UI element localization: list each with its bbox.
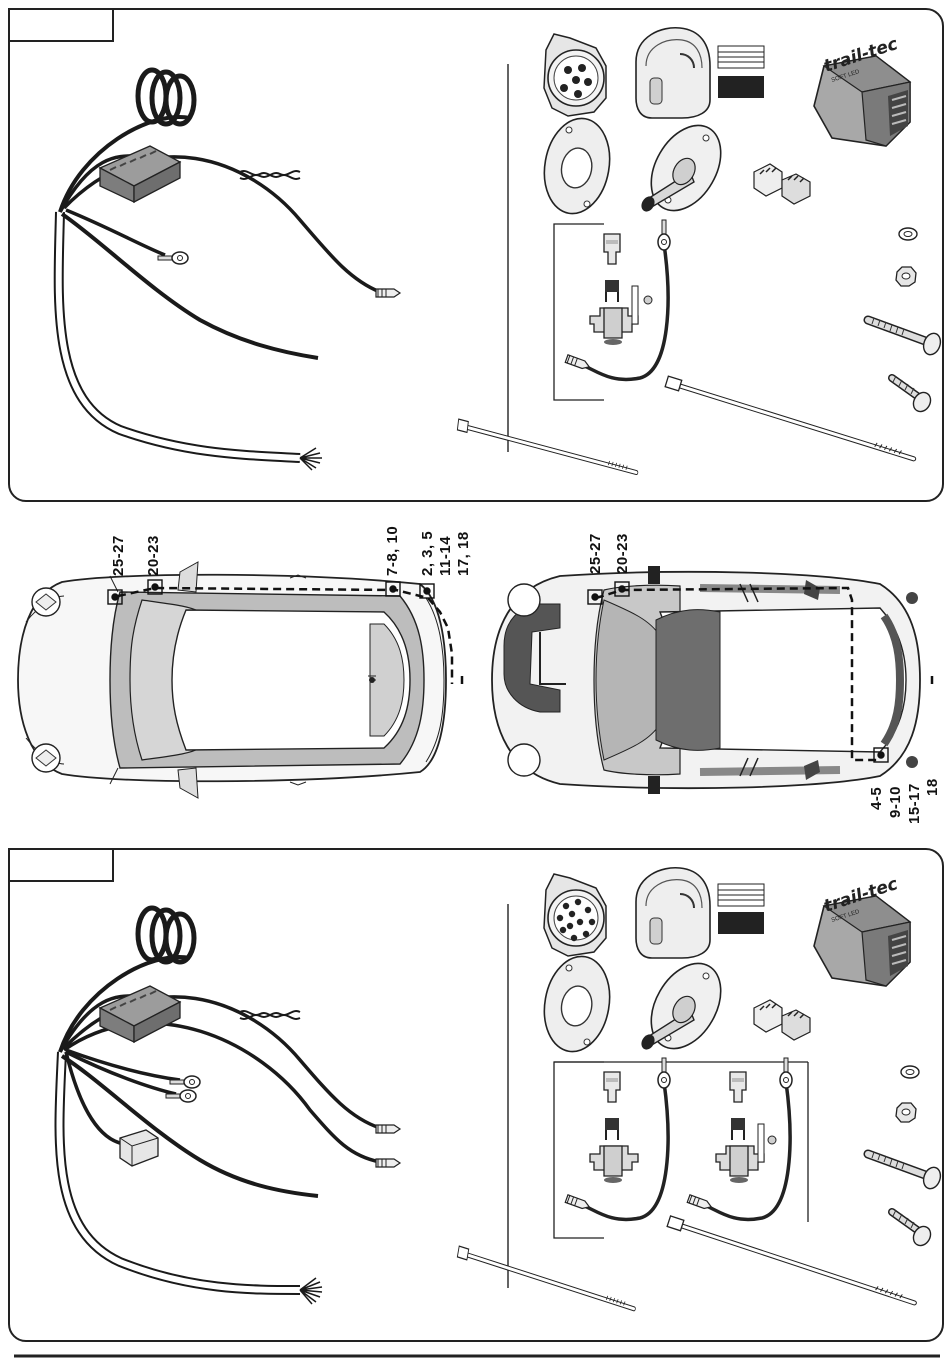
angled-bracket-bottom <box>637 951 735 1061</box>
nut-bottom <box>896 1103 916 1122</box>
seal-strips-bottom <box>718 884 764 934</box>
connector-block-bottom <box>100 986 180 1042</box>
label-left-17-18: 17, 18 <box>455 531 472 576</box>
washer-bottom <box>901 1066 919 1078</box>
cable-tie-short-bottom <box>456 1246 636 1309</box>
socket-cover-bottom <box>636 868 710 958</box>
angled-bracket-top <box>637 113 735 223</box>
seal-strips-top <box>718 46 764 98</box>
label-left-20-23: 20-23 <box>145 535 162 576</box>
label-right-18: 18 <box>924 778 941 796</box>
cable-tie-long-bottom <box>662 1216 922 1303</box>
wire-clips-bottom <box>754 1000 810 1040</box>
label-right-25-27: 25-27 <box>587 533 604 574</box>
cable-tie-short-top <box>457 416 636 476</box>
vehicle-top-view-left <box>18 562 446 798</box>
label-left-7-8-10: 7-8, 10 <box>384 526 401 576</box>
mounting-plate-top <box>537 113 617 219</box>
fuse-kit-box-top <box>554 220 670 400</box>
label-right-20-23: 20-23 <box>614 533 631 574</box>
wire-clips-top <box>754 164 810 204</box>
screw-top <box>892 376 934 415</box>
harness-diagram-top <box>59 70 380 470</box>
spade-terminal-top <box>376 289 400 297</box>
spade-terminal-bottom-1 <box>376 1125 400 1133</box>
cable-tie-long-top <box>660 376 919 459</box>
socket-cover-top <box>636 28 710 118</box>
label-right-15-17: 15-17 <box>906 783 923 824</box>
label-left-2-3-5: 2, 3, 5 <box>419 531 436 576</box>
label-left-25-27: 25-27 <box>110 535 127 576</box>
washer-top <box>899 228 917 240</box>
screw-bottom <box>892 1210 934 1249</box>
nut-top <box>896 267 916 286</box>
connector-block-top <box>100 146 180 202</box>
fuse-kit-box-bottom <box>554 1058 808 1238</box>
bolt-top <box>868 318 943 357</box>
label-right-4-5: 4-5 <box>868 787 885 810</box>
bolt-bottom <box>868 1152 943 1191</box>
harness-diagram-bottom <box>59 908 380 1304</box>
socket-7pin-top <box>544 34 606 116</box>
relay-plug-bottom <box>120 1130 158 1166</box>
spade-terminal-bottom-2 <box>376 1159 400 1167</box>
mounting-plate-bottom <box>537 951 617 1057</box>
label-right-9-10: 9-10 <box>887 786 904 818</box>
label-left-11-14: 11-14 <box>437 536 454 576</box>
